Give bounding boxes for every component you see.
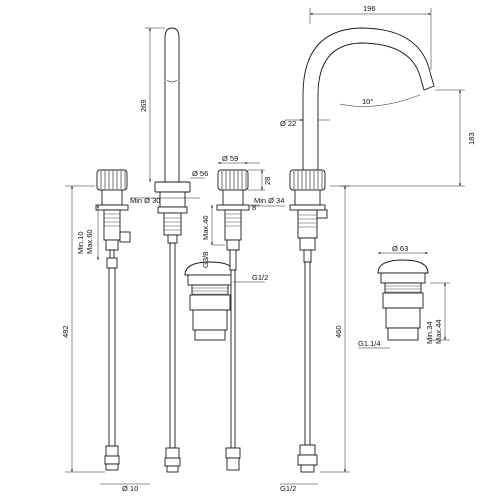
dim-diameter-56: Ø 56 (192, 169, 208, 178)
dim-max-40: Max.40 (201, 215, 210, 240)
dim-height-28: 28 (263, 177, 272, 185)
dim-height-482: 482 (61, 325, 70, 338)
spout-front-view (289, 27, 435, 473)
dim-diameter-10: Ø 10 (122, 484, 138, 493)
dim-width-196: 196 (363, 4, 376, 13)
dim-min-diameter-30: Min Ø 30 (130, 196, 160, 205)
dim-min-34: Min.34 (425, 321, 434, 344)
dim-height-269: 269 (139, 99, 148, 112)
dim-thread-g1-1-4: G1.1/4 (358, 339, 381, 348)
dim-min-diameter-34: Min Ø 34 (254, 196, 284, 205)
dim-thread-g12-mid: G1/2 (252, 273, 268, 282)
dim-thread-g38: G3/8 (201, 252, 210, 268)
dim-diameter-63: Ø 63 (392, 244, 408, 253)
dim-8: 8 (252, 203, 256, 212)
middle-handle-valve (216, 169, 250, 471)
pop-up-waste-middle (184, 261, 236, 341)
left-handle-valve (95, 169, 131, 471)
dim-diameter-22: Ø 22 (280, 119, 296, 128)
dim-height-183: 183 (467, 132, 476, 145)
dim-max-60: Max.60 (85, 229, 94, 254)
dim-min-10: Min.10 (76, 231, 85, 254)
dimension-lines (65, 8, 465, 485)
dim-height-460: 460 (334, 325, 343, 338)
pop-up-waste-right (377, 259, 429, 341)
dim-diameter-59: Ø 59 (222, 154, 238, 163)
dim-angle-10: 10° (362, 97, 373, 106)
dim-thread-g12-bottom: G1/2 (280, 484, 296, 493)
dim-max-44: Max.44 (434, 319, 443, 344)
spout-side-view (154, 27, 191, 473)
